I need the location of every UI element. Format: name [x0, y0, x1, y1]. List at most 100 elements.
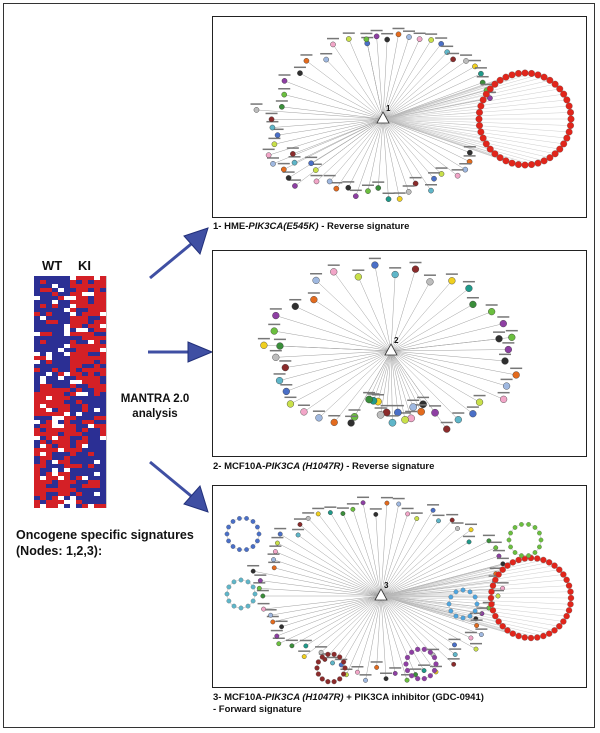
heatmap-cell: [88, 464, 94, 468]
network-edge: [382, 66, 476, 120]
cluster-edge: [382, 74, 539, 120]
heatmap-cell: [70, 340, 76, 344]
network-panel-1: 1: [212, 16, 587, 218]
cluster-node: [491, 150, 499, 158]
heatmap-cell: [76, 360, 82, 364]
heatmap-cell: [82, 284, 88, 288]
network-edge: [277, 542, 382, 597]
node-label-mark: [346, 503, 359, 505]
heatmap-cell: [46, 440, 52, 444]
heatmap-cell: [64, 396, 70, 400]
heatmap-cell: [94, 360, 100, 364]
cluster-node: [567, 115, 575, 123]
heatmap-cell: [82, 308, 88, 312]
heatmap-cell: [58, 336, 64, 340]
node-label-mark: [352, 269, 365, 271]
heatmap-cell: [76, 412, 82, 416]
heatmap-cell: [46, 280, 52, 284]
heatmap-cell: [34, 316, 40, 320]
heatmap-cell: [52, 340, 58, 344]
heatmap-cell: [76, 484, 82, 488]
network-node: [443, 425, 451, 433]
node-label-mark: [360, 32, 373, 35]
cluster-edge: [380, 595, 493, 611]
heatmap-cell: [40, 380, 46, 384]
node-label-mark: [451, 522, 464, 524]
cluster-node: [477, 102, 485, 110]
heatmap-cell: [94, 484, 100, 488]
cluster-node: [534, 555, 541, 562]
heatmap-cell: [52, 484, 58, 488]
node-label-mark: [370, 29, 383, 32]
network-node: [281, 363, 289, 372]
hub-node: [376, 111, 390, 124]
cluster-node: [341, 671, 347, 677]
heatmap-cell: [100, 376, 106, 380]
heatmap-cell: [70, 316, 76, 320]
node-label-mark: [418, 664, 431, 666]
node-label-mark: [382, 192, 395, 195]
network-node: [275, 377, 284, 385]
network-node: [360, 500, 366, 506]
heatmap-cell: [58, 408, 64, 412]
node-label-mark: [409, 668, 422, 670]
network-edge: [390, 350, 393, 423]
cluster-node: [421, 646, 427, 652]
cluster-node: [551, 627, 558, 634]
network-node: [451, 661, 457, 667]
analysis-label: MANTRA 2.0 analysis: [120, 393, 190, 420]
heatmap-cell: [94, 376, 100, 380]
heatmap-cell: [88, 416, 94, 420]
network-edge: [275, 551, 382, 597]
heatmap-cell: [34, 288, 40, 292]
heatmap-cell: [34, 276, 40, 280]
heatmap-cell: [64, 416, 70, 420]
heatmap-cell: [100, 384, 106, 388]
network-edge: [390, 269, 416, 352]
heatmap-cell: [40, 484, 46, 488]
heatmap-cell: [82, 412, 88, 416]
heatmap-cell: [88, 448, 94, 452]
network-node: [268, 612, 274, 618]
cluster-node: [325, 651, 331, 657]
heatmap-cell: [82, 360, 88, 364]
node-label-mark: [435, 167, 448, 169]
node-label-mark: [254, 574, 267, 576]
network-node: [495, 335, 503, 343]
node-label-mark: [273, 373, 286, 375]
heatmap-cell: [100, 396, 106, 400]
heatmap-cell: [94, 392, 100, 396]
node-label-mark: [253, 582, 266, 584]
heatmap-cell: [100, 404, 106, 408]
node-label-mark: [427, 648, 440, 651]
heatmap-cell: [64, 496, 70, 500]
cluster-node: [534, 634, 541, 641]
network-edge: [311, 118, 384, 164]
heatmap-cell: [100, 340, 106, 344]
node-label-mark: [279, 360, 292, 362]
heatmap-cell: [34, 464, 40, 468]
network-node: [409, 403, 418, 411]
network-node: [428, 187, 434, 194]
cluster-node: [341, 659, 347, 665]
heatmap-cell: [70, 380, 76, 384]
node-label-mark: [345, 415, 358, 418]
heatmap-cell: [34, 312, 40, 316]
cluster-node: [540, 632, 547, 640]
network-edge: [390, 337, 512, 352]
node-label-mark: [367, 393, 380, 395]
heatmap-cell: [40, 368, 46, 372]
network-node: [286, 400, 295, 408]
cluster-edge: [380, 595, 571, 605]
heatmap-cell: [88, 292, 94, 296]
cluster-node: [560, 140, 568, 148]
heatmap-cell: [100, 364, 106, 368]
heatmap-cell: [76, 432, 82, 436]
heatmap-cell: [40, 436, 46, 440]
heatmap-cell: [70, 300, 76, 304]
node-label-mark: [473, 394, 486, 397]
heatmap-cell: [70, 296, 76, 300]
heatmap-cell: [88, 476, 94, 480]
heatmap-cell: [76, 380, 82, 384]
network-node: [281, 78, 288, 84]
